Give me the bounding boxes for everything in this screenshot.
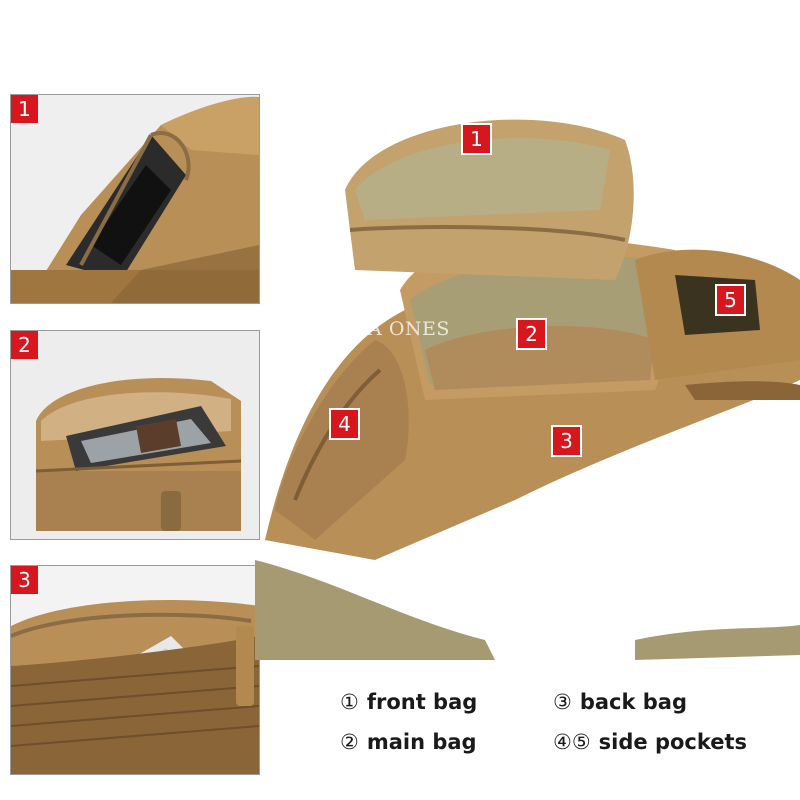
legend-item-main-bag: ② main bag xyxy=(340,730,477,754)
main-badge-1: 1 xyxy=(463,125,490,153)
panel-badge-1: 1 xyxy=(11,95,38,123)
watermark-text: ULTRA ONES xyxy=(312,318,450,340)
detail-panel-front-bag: 1 xyxy=(10,94,260,304)
main-product-photo: 1 2 3 4 5 xyxy=(255,80,800,660)
main-badge-3: 3 xyxy=(553,427,580,455)
panel-badge-2: 2 xyxy=(11,331,38,359)
back-bag-photo xyxy=(11,566,259,774)
legend-number: ④⑤ xyxy=(553,730,591,754)
legend-item-front-bag: ① front bag xyxy=(340,690,477,714)
legend-number: ③ xyxy=(553,690,572,714)
main-badge-4: 4 xyxy=(331,410,358,438)
legend-number: ② xyxy=(340,730,359,754)
legend-item-side-pockets: ④⑤ side pockets xyxy=(553,730,747,754)
detail-panel-main-bag: 2 xyxy=(10,330,260,540)
legend-item-back-bag: ③ back bag xyxy=(553,690,687,714)
legend-label: side pockets xyxy=(598,730,748,754)
legend-label: main bag xyxy=(366,730,477,754)
main-bag-photo xyxy=(11,331,259,539)
main-badge-5: 5 xyxy=(717,286,744,314)
waist-bag-illustration xyxy=(255,119,800,660)
legend-label: front bag xyxy=(366,690,478,714)
legend-number: ① xyxy=(340,690,359,714)
main-badge-2: 2 xyxy=(518,320,545,348)
detail-panel-back-bag: 3 xyxy=(10,565,260,775)
front-bag-photo xyxy=(11,95,259,303)
legend-label: back bag xyxy=(579,690,687,714)
panel-badge-3: 3 xyxy=(11,566,38,594)
